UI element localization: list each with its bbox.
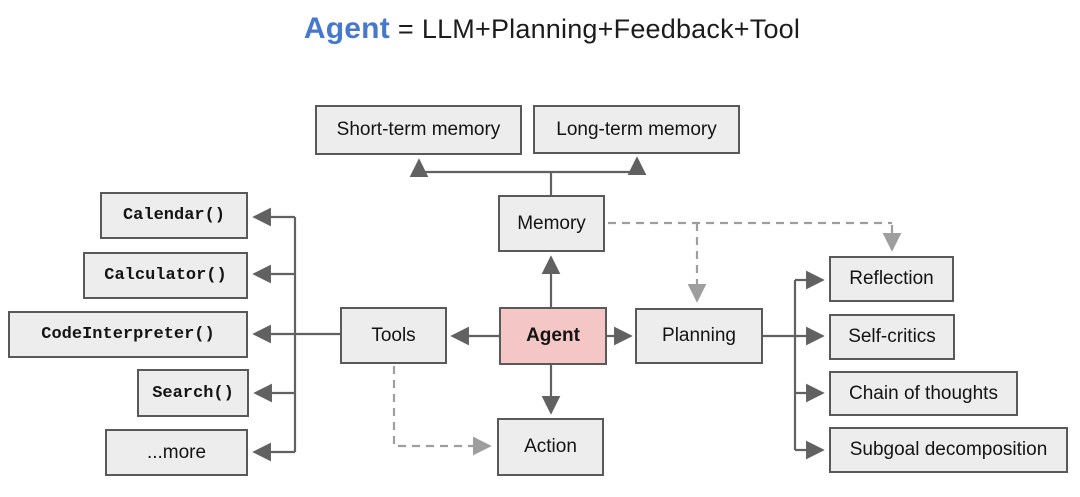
node-search: Search(): [137, 369, 249, 417]
node-reflection: Reflection: [829, 256, 954, 302]
node-action: Action: [497, 418, 604, 476]
title-equals: =: [397, 14, 414, 44]
node-calculator: Calculator(): [83, 252, 248, 299]
title-formula: LLM+Planning+Feedback+Tool: [421, 14, 801, 44]
node-calendar: Calendar(): [100, 192, 248, 239]
node-chain-of-thoughts: Chain of thoughts: [829, 371, 1018, 416]
node-agent: Agent: [499, 307, 607, 365]
diagram-title: Agent=LLM+Planning+Feedback+Tool: [0, 12, 1080, 46]
node-short-term-memory: Short-term memory: [315, 105, 522, 155]
node-self-critics: Self-critics: [829, 314, 955, 360]
node-tools: Tools: [340, 307, 447, 364]
node-code-interpreter: CodeInterpreter(): [8, 311, 248, 358]
node-planning: Planning: [635, 308, 763, 364]
edge-tools-dashed-to-action: [392, 366, 492, 456]
node-long-term-memory: Long-term memory: [533, 105, 740, 154]
title-agent-word: Agent: [303, 12, 390, 45]
node-more: ...more: [105, 429, 248, 476]
node-memory: Memory: [498, 195, 605, 252]
node-subgoal-decomposition: Subgoal decomposition: [829, 427, 1068, 473]
